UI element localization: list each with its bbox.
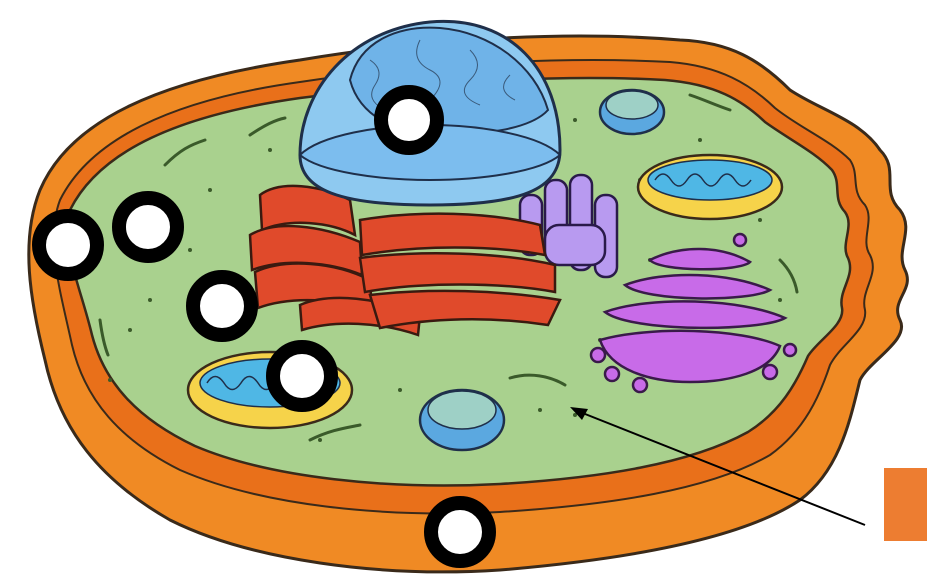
mitochondrion-right	[638, 155, 782, 219]
answer-box[interactable]	[884, 468, 927, 541]
lysosome-top	[600, 90, 664, 134]
marker-cytoplasm-upper[interactable]	[119, 198, 177, 256]
marker-mitochondrion[interactable]	[273, 347, 331, 405]
marker-membrane-left[interactable]	[39, 216, 97, 274]
lysosome-bottom	[420, 390, 504, 450]
marker-cytoplasm-mid[interactable]	[193, 277, 251, 335]
marker-membrane-bottom[interactable]	[431, 503, 489, 561]
marker-nucleus[interactable]	[381, 92, 437, 148]
